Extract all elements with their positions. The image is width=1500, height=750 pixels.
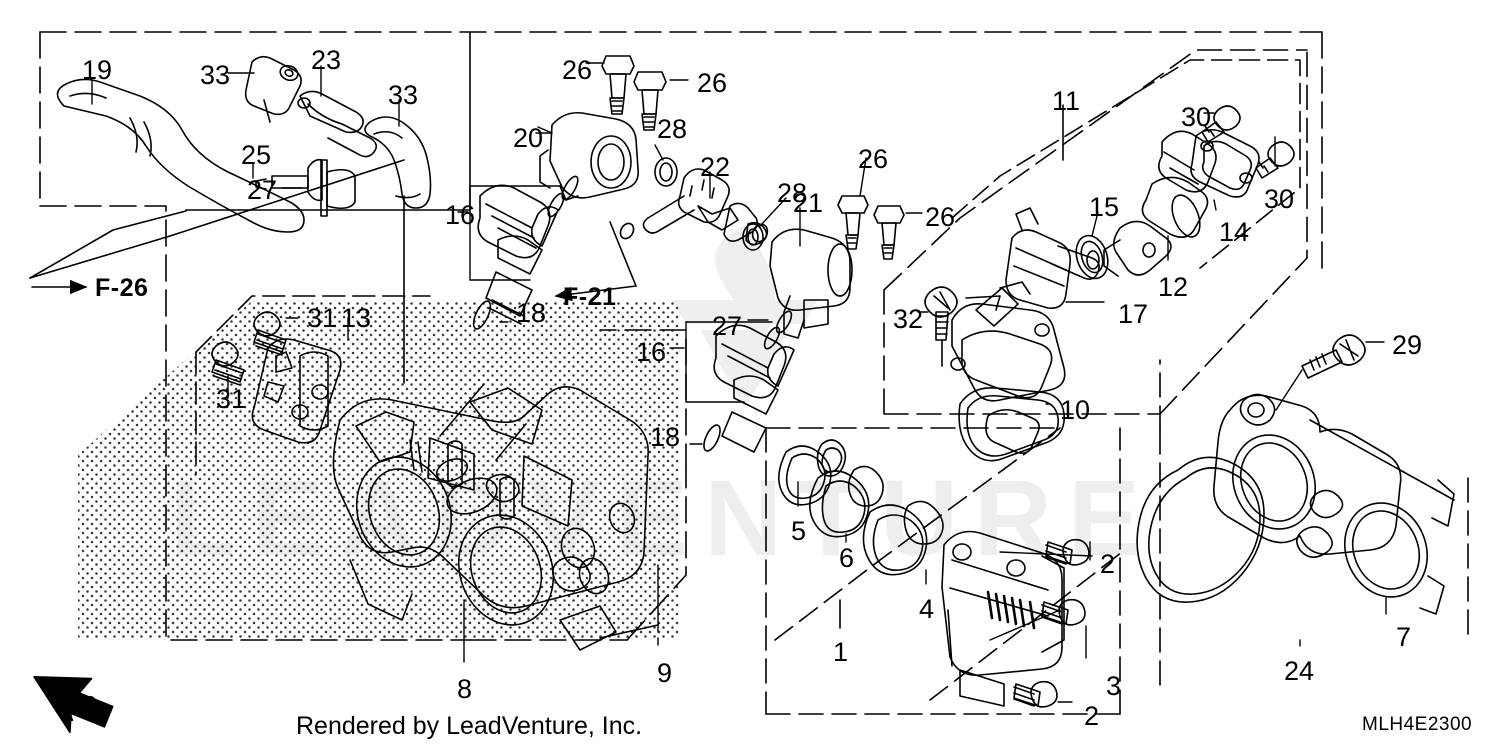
callout-12[interactable]: 12 <box>1158 272 1189 302</box>
callout-20[interactable]: 20 <box>513 123 544 153</box>
callout-10[interactable]: 10 <box>1060 395 1091 425</box>
callout-7[interactable]: 7 <box>1396 622 1412 652</box>
callout-25[interactable]: 25 <box>241 140 272 170</box>
callout-27[interactable]: 27 <box>247 175 278 205</box>
callout-2[interactable]: 2 <box>1100 549 1116 579</box>
callout-3[interactable]: 3 <box>1106 671 1122 701</box>
callout-28[interactable]: 28 <box>657 114 688 144</box>
callout-30[interactable]: 30 <box>1181 102 1212 132</box>
callout-26[interactable]: 26 <box>697 68 728 98</box>
callout-21[interactable]: 21 <box>793 188 824 218</box>
cross-reference-f26[interactable]: F-26 <box>95 274 149 302</box>
callout-27[interactable]: 27 <box>712 311 743 341</box>
callout-33[interactable]: 33 <box>388 80 419 110</box>
callout-15[interactable]: 15 <box>1089 192 1120 222</box>
callout-8[interactable]: 8 <box>457 674 473 704</box>
callout-16[interactable]: 16 <box>636 337 667 367</box>
callout-22[interactable]: 22 <box>700 152 731 182</box>
callout-24[interactable]: 24 <box>1284 656 1315 686</box>
callout-4[interactable]: 4 <box>919 594 935 624</box>
callout-2[interactable]: 2 <box>1084 701 1100 731</box>
callout-26[interactable]: 26 <box>858 144 889 174</box>
callout-23[interactable]: 23 <box>311 45 342 75</box>
callout-18[interactable]: 18 <box>516 298 547 328</box>
render-credit: Rendered by LeadVenture, Inc. <box>296 712 643 740</box>
callout-1[interactable]: 1 <box>833 637 849 667</box>
callout-16[interactable]: 16 <box>445 200 476 230</box>
callout-30[interactable]: 30 <box>1264 184 1295 214</box>
callout-29[interactable]: 29 <box>1392 330 1423 360</box>
callout-18[interactable]: 18 <box>650 422 681 452</box>
callout-11[interactable]: 11 <box>1052 86 1081 116</box>
callout-13[interactable]: 13 <box>341 303 372 333</box>
cross-reference-f21[interactable]: F-21 <box>563 283 617 311</box>
callout-33[interactable]: 33 <box>200 60 231 90</box>
callout-26[interactable]: 26 <box>925 202 956 232</box>
callout-17[interactable]: 17 <box>1118 299 1149 329</box>
callout-6[interactable]: 6 <box>839 543 855 573</box>
diagram-code: MLH4E2300 <box>1362 714 1473 735</box>
callout-9[interactable]: 9 <box>657 658 673 688</box>
callout-31[interactable]: 31 <box>307 303 338 333</box>
callout-26[interactable]: 26 <box>562 55 593 85</box>
callout-14[interactable]: 14 <box>1219 217 1250 247</box>
callout-32[interactable]: 32 <box>893 304 924 334</box>
callout-28[interactable]: 28 <box>777 178 808 208</box>
callout-19[interactable]: 19 <box>82 55 113 85</box>
callout-5[interactable]: 5 <box>791 516 807 546</box>
callout-31[interactable]: 31 <box>216 384 247 414</box>
